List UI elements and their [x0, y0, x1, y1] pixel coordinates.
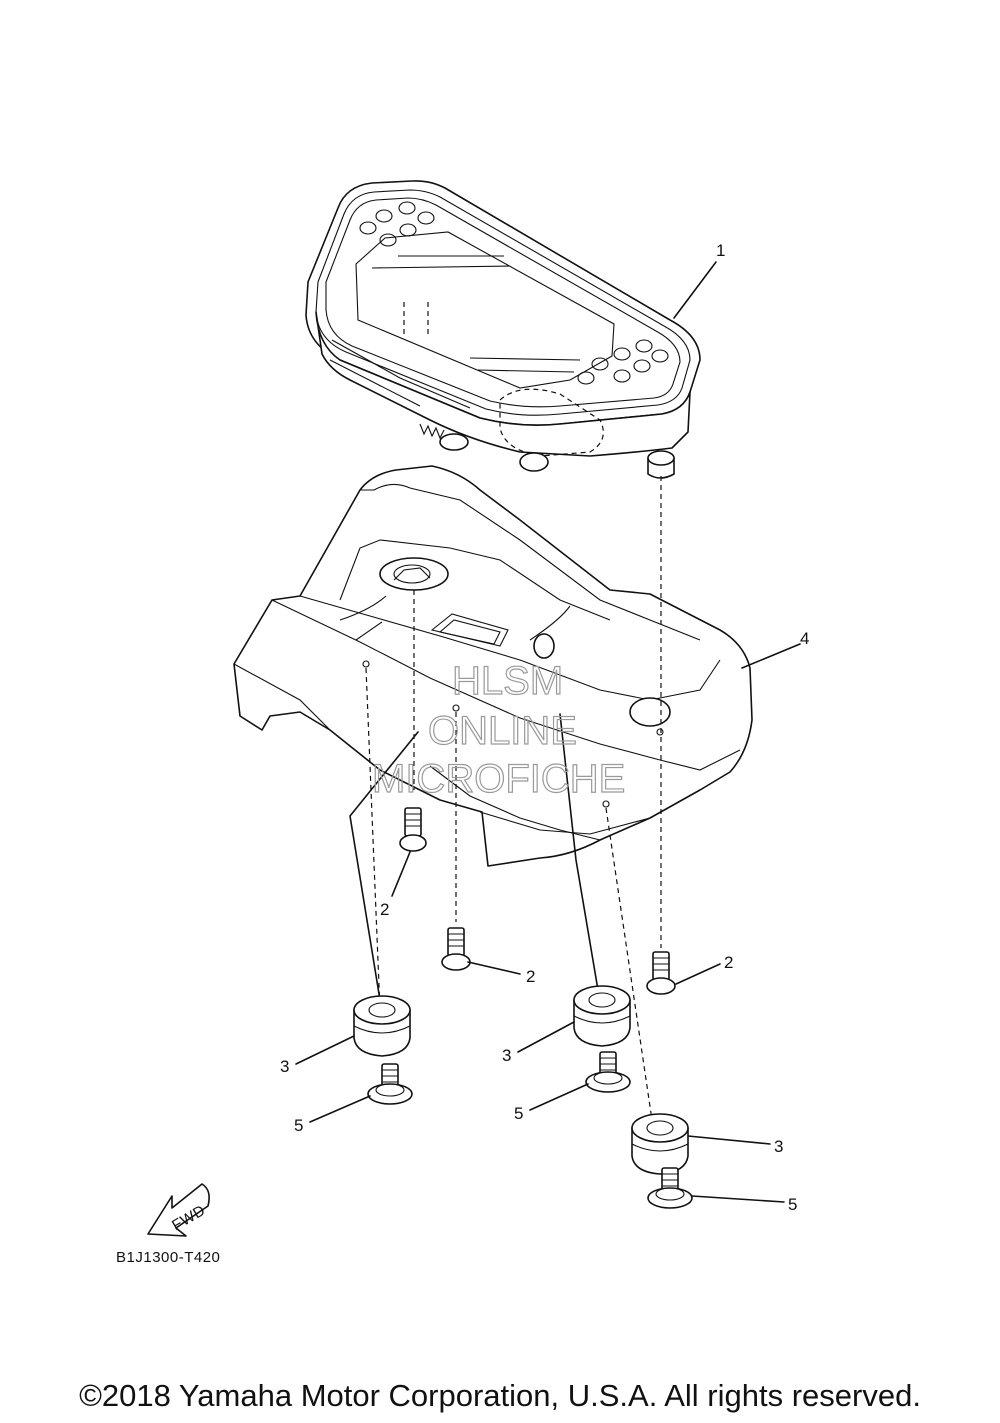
bolt-5-right: [647, 1167, 693, 1209]
screw-2-middle: [441, 927, 471, 971]
callout-5-left: 5: [294, 1116, 303, 1135]
fwd-arrow-icon: FWD: [147, 1183, 210, 1237]
guide-lines: [349, 713, 599, 1001]
callout-1: 1: [716, 241, 725, 260]
bolt-5-middle: [585, 1051, 631, 1093]
watermark: HLSM ONLINE MICROFICHE: [371, 658, 626, 801]
watermark-line-3: MICROFICHE: [372, 757, 625, 801]
watermark-line-2: ONLINE: [428, 709, 577, 753]
callout-2-right: 2: [724, 953, 733, 972]
reference-code: B1J1300-T420: [116, 1249, 220, 1266]
watermark-line-1: HLSM: [452, 659, 563, 703]
callout-5-right: 5: [788, 1195, 797, 1214]
callout-labels: 1 4 2 2 2 3 3 3 5 5 5: [280, 241, 809, 1214]
screw-2-right: [646, 951, 676, 995]
callout-5-middle: 5: [514, 1104, 523, 1123]
grommet-3-middle: [573, 985, 631, 1047]
callout-2-middle: 2: [526, 967, 535, 986]
screw-2-upper: [399, 807, 427, 852]
copyright-notice: ©2018 Yamaha Motor Corporation, U.S.A. A…: [79, 1378, 921, 1413]
alignment-lines: [365, 476, 662, 1121]
callout-3-left: 3: [280, 1057, 289, 1076]
callout-4: 4: [800, 629, 809, 648]
bolt-5-left: [367, 1063, 413, 1105]
grommet-3-right: [631, 1113, 689, 1175]
leader-lines: [295, 261, 801, 1203]
callout-3-right: 3: [774, 1137, 783, 1156]
grommet-3-left: [353, 995, 411, 1057]
meter-bracket: [233, 465, 753, 867]
callout-3-middle: 3: [502, 1046, 511, 1065]
callout-2-upper: 2: [380, 900, 389, 919]
meter-assembly: [305, 180, 701, 479]
